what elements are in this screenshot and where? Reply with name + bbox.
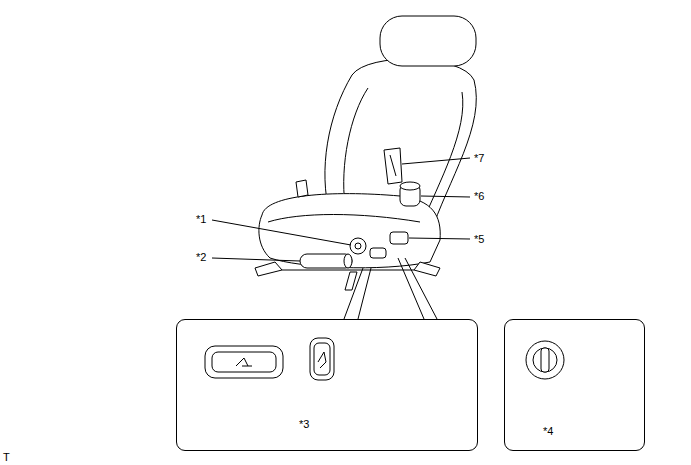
callout-number: *6 (474, 190, 484, 203)
callout-number: *7 (474, 152, 484, 165)
callout-number: *2 (196, 251, 206, 264)
callout-number: *3 (299, 418, 309, 431)
callout-number: *5 (474, 233, 484, 246)
inset-box: *4 (504, 319, 645, 451)
inset-box: *3 (176, 319, 478, 451)
figure-code: T (3, 451, 10, 464)
callout-number: *1 (196, 213, 206, 226)
callout-number: *4 (543, 425, 553, 438)
